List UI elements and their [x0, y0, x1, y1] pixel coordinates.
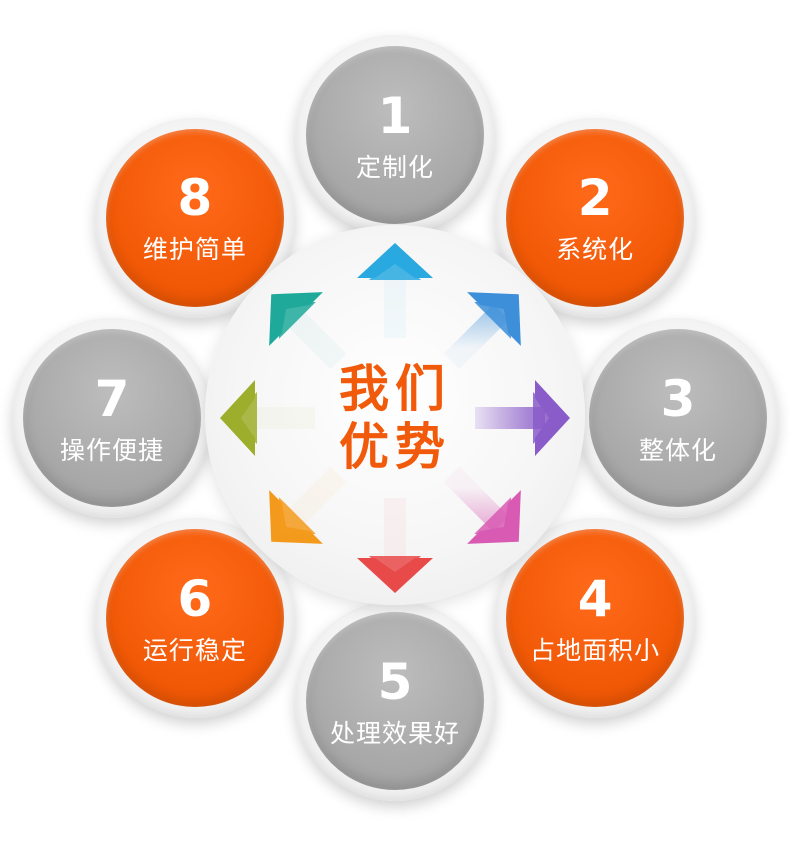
center-title-line2: 优势 — [339, 416, 451, 476]
node-label: 运行稳定 — [142, 635, 247, 665]
advantage-node-1: 1 定制化 — [306, 46, 484, 224]
arrow-1 — [357, 243, 433, 338]
center-title: 我们 优势 — [305, 360, 485, 475]
node-label: 占地面积小 — [530, 635, 661, 665]
advantage-node-6: 6 运行稳定 — [105, 529, 284, 708]
advantage-node-7: 7 操作便捷 — [23, 329, 201, 507]
node-number: 5 — [377, 652, 413, 711]
node-label: 处理效果好 — [329, 718, 460, 748]
node-number: 1 — [377, 86, 413, 145]
arrow-7 — [220, 380, 315, 456]
node-label: 整体化 — [638, 435, 717, 465]
node-number: 6 — [177, 569, 213, 628]
node-label: 定制化 — [355, 152, 434, 182]
advantage-node-3: 3 整体化 — [589, 329, 767, 507]
node-label: 维护简单 — [142, 235, 247, 265]
node-label: 系统化 — [556, 235, 635, 265]
center-title-line1: 我们 — [339, 359, 451, 418]
arrow-3 — [475, 380, 570, 456]
node-label: 操作便捷 — [59, 435, 164, 465]
advantage-node-5: 5 处理效果好 — [306, 612, 484, 790]
arrow-6 — [269, 466, 347, 544]
node-number: 2 — [577, 169, 613, 228]
arrow-5 — [357, 498, 433, 593]
advantage-node-8: 8 维护简单 — [105, 128, 284, 307]
arrow-4 — [443, 466, 521, 544]
advantage-node-2: 2 系统化 — [506, 128, 685, 307]
arrow-2 — [443, 292, 521, 370]
arrow-8 — [269, 292, 347, 370]
node-number: 4 — [577, 569, 613, 628]
node-number: 3 — [660, 369, 696, 428]
node-number: 7 — [94, 369, 130, 428]
advantage-node-4: 4 占地面积小 — [506, 529, 685, 708]
node-number: 8 — [177, 169, 213, 228]
